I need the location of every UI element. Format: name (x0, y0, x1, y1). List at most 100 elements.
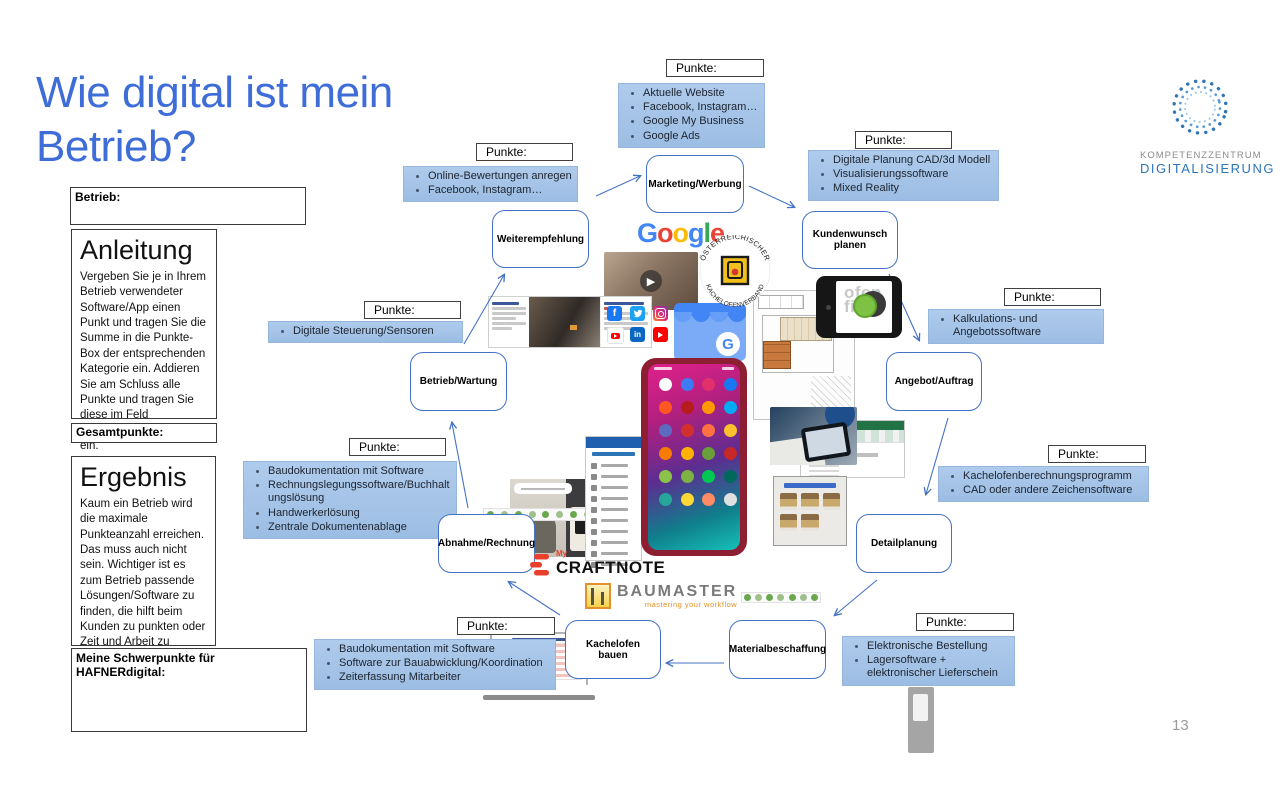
node-materialbeschaffung: Materialbeschaffung (729, 620, 826, 679)
laser-measure-photo (770, 407, 857, 465)
app-icon (723, 493, 737, 506)
punkte-list-angebot: Kalkulations- und Angebotssoftware (928, 309, 1104, 345)
punkte-list-marketing: Aktuelle WebsiteFacebook, Instagram…Goog… (618, 83, 765, 148)
menu-row (586, 526, 641, 537)
app-icon (680, 424, 694, 437)
app-icon (680, 401, 694, 414)
punkte-list-abnahme: Baudokumentation mit SoftwareRechnungsle… (243, 461, 457, 539)
node-label: Kachelofen bauen (586, 638, 640, 661)
bullet-item: Kachelofenberechnungsprogramm (963, 470, 1144, 483)
punkte-list-kachelofen: Baudokumentation mit SoftwareSoftware zu… (314, 639, 556, 690)
facebook-icon[interactable]: f (607, 306, 622, 321)
linkedin-icon[interactable]: in (630, 327, 645, 342)
bullet-item: Facebook, Instagram… (428, 184, 573, 197)
menu-row (586, 537, 641, 548)
kompetenzzentrum-line2: DIGITALISIERUNG (1140, 161, 1275, 176)
schwerpunkte-field[interactable]: Meine Schwerpunkte für HAFNERdigital: (71, 648, 307, 732)
betrieb-field[interactable]: Betrieb: (70, 187, 306, 225)
punkte-label-kachelofen[interactable]: Punkte: (457, 617, 555, 635)
punkte-label-abnahme[interactable]: Punkte: (349, 438, 446, 456)
bullet-item: Lagersoftware + elektronischer Liefersch… (867, 654, 1010, 680)
bullet-item: Visualisierungssoftware (833, 168, 994, 181)
twitter-icon[interactable] (630, 306, 645, 321)
play-icon[interactable]: ▶ (640, 270, 662, 292)
youtube-icon[interactable] (653, 327, 668, 342)
bullet-item: Online-Bewertungen anregen (428, 170, 573, 183)
node-label: Marketing/Werbung (648, 178, 742, 190)
node-label: Detailplanung (870, 538, 938, 549)
bullet-item: Digitale Planung CAD/3d Modell (833, 154, 994, 167)
punkte-label-weiterempfehlung[interactable]: Punkte: (476, 143, 573, 161)
gesamtpunkte-label: Gesamtpunkte: (76, 425, 164, 439)
punkte-list-weiterempfehlung: Online-Bewertungen anregenFacebook, Inst… (403, 166, 578, 203)
bullet-item: Kalkulations- und Angebotssoftware (953, 313, 1099, 339)
bullet-item: Rechnungslegungssoftware/Buchhaltungslös… (268, 479, 452, 505)
app-icon (702, 470, 716, 483)
bullet-item: Baudokumentation mit Software (268, 465, 452, 478)
google-letter: l (703, 218, 711, 248)
ofenfind-tablet-image: ofen find (816, 276, 902, 338)
menu-row (586, 515, 641, 526)
baumaster-name: BAUMASTER (617, 582, 738, 600)
bullet-item: Elektronische Bestellung (867, 640, 1010, 653)
bullet-item: CAD oder andere Zeichensoftware (963, 484, 1144, 497)
menu-row (586, 559, 641, 570)
node-label: Abnahme/Rechnung (437, 538, 536, 549)
menu-row (586, 471, 641, 482)
betrieb-label: Betrieb: (75, 190, 121, 204)
anleitung-panel: Anleitung Vergeben Sie je in Ihrem Betri… (71, 229, 217, 452)
gesamtpunkte-field[interactable]: Gesamtpunkte: (71, 423, 217, 443)
app-icon (659, 424, 673, 437)
app-icon (659, 447, 673, 460)
app-icon (702, 447, 716, 460)
node-weiterempfehlung: Weiterempfehlung (492, 210, 589, 268)
dotted-circle-icon (1172, 79, 1228, 135)
app-icon (723, 470, 737, 483)
google-letter: G (637, 218, 658, 248)
app-icon (659, 470, 673, 483)
instagram-icon[interactable] (653, 306, 668, 321)
smartphone-homescreen-image (641, 358, 747, 556)
ergebnis-title: Ergebnis (80, 462, 187, 492)
google-logo: Google (637, 218, 725, 249)
google-my-business-icon[interactable]: G (674, 303, 746, 361)
bullet-item: Zentrale Dokumentenablage (268, 521, 452, 534)
menu-row (586, 460, 641, 471)
node-kachelofen-bauen: Kachelofen bauen (565, 620, 661, 679)
phone-app-grid (655, 378, 740, 506)
bullet-item: Aktuelle Website (643, 87, 760, 100)
menu-row (586, 482, 641, 493)
google-letter: o (657, 218, 673, 248)
punkte-label-angebot[interactable]: Punkte: (1004, 288, 1101, 306)
app-icon (659, 378, 673, 391)
kachelofenverband-logo: ÖSTERREICHISCHER KACHELOFENVERBAND (698, 235, 772, 307)
punkte-label-kundenwunsch[interactable]: Punkte: (855, 131, 952, 149)
craftnote-name: CRAFTNOTE (556, 558, 666, 577)
gmb-g-letter: G (716, 332, 740, 356)
punkte-list-kundenwunsch: Digitale Planung CAD/3d ModellVisualisie… (808, 150, 999, 201)
bullet-item: Google My Business (643, 115, 760, 128)
punkte-list-detailplanung: KachelofenberechnungsprogrammCAD oder an… (938, 466, 1149, 503)
node-label: Betrieb/Wartung (419, 376, 498, 387)
app-icon (702, 493, 716, 506)
baumaster-icon (585, 583, 611, 609)
punkte-label-material[interactable]: Punkte: (916, 613, 1014, 631)
anleitung-title: Anleitung (80, 235, 193, 265)
social-media-icons: f in (607, 306, 668, 344)
punkte-label-marketing[interactable]: Punkte: (666, 59, 764, 77)
ergebnis-body: Kaum ein Betrieb wird die maximale Punkt… (80, 497, 206, 664)
punkte-label-betrieb-wartung[interactable]: Punkte: (364, 301, 461, 319)
youtube-small-icon[interactable] (607, 327, 624, 344)
door-rendering-image (908, 687, 934, 753)
node-detailplanung: Detailplanung (856, 514, 952, 573)
bullet-item: Handwerkerlösung (268, 507, 452, 520)
page-title: Wie digital ist mein Betrieb? (36, 68, 393, 171)
menu-row (586, 493, 641, 504)
kompetenzzentrum-line1: KOMPETENZZENTRUM (1140, 150, 1262, 161)
punkte-label-detailplanung[interactable]: Punkte: (1048, 445, 1146, 463)
craftnote-icon (530, 554, 549, 576)
app-icon (723, 447, 737, 460)
node-abnahme-rechnung: Abnahme/Rechnung (438, 514, 535, 573)
baumaster-tagline: mastering your workflow (644, 599, 738, 609)
app-icon (680, 493, 694, 506)
